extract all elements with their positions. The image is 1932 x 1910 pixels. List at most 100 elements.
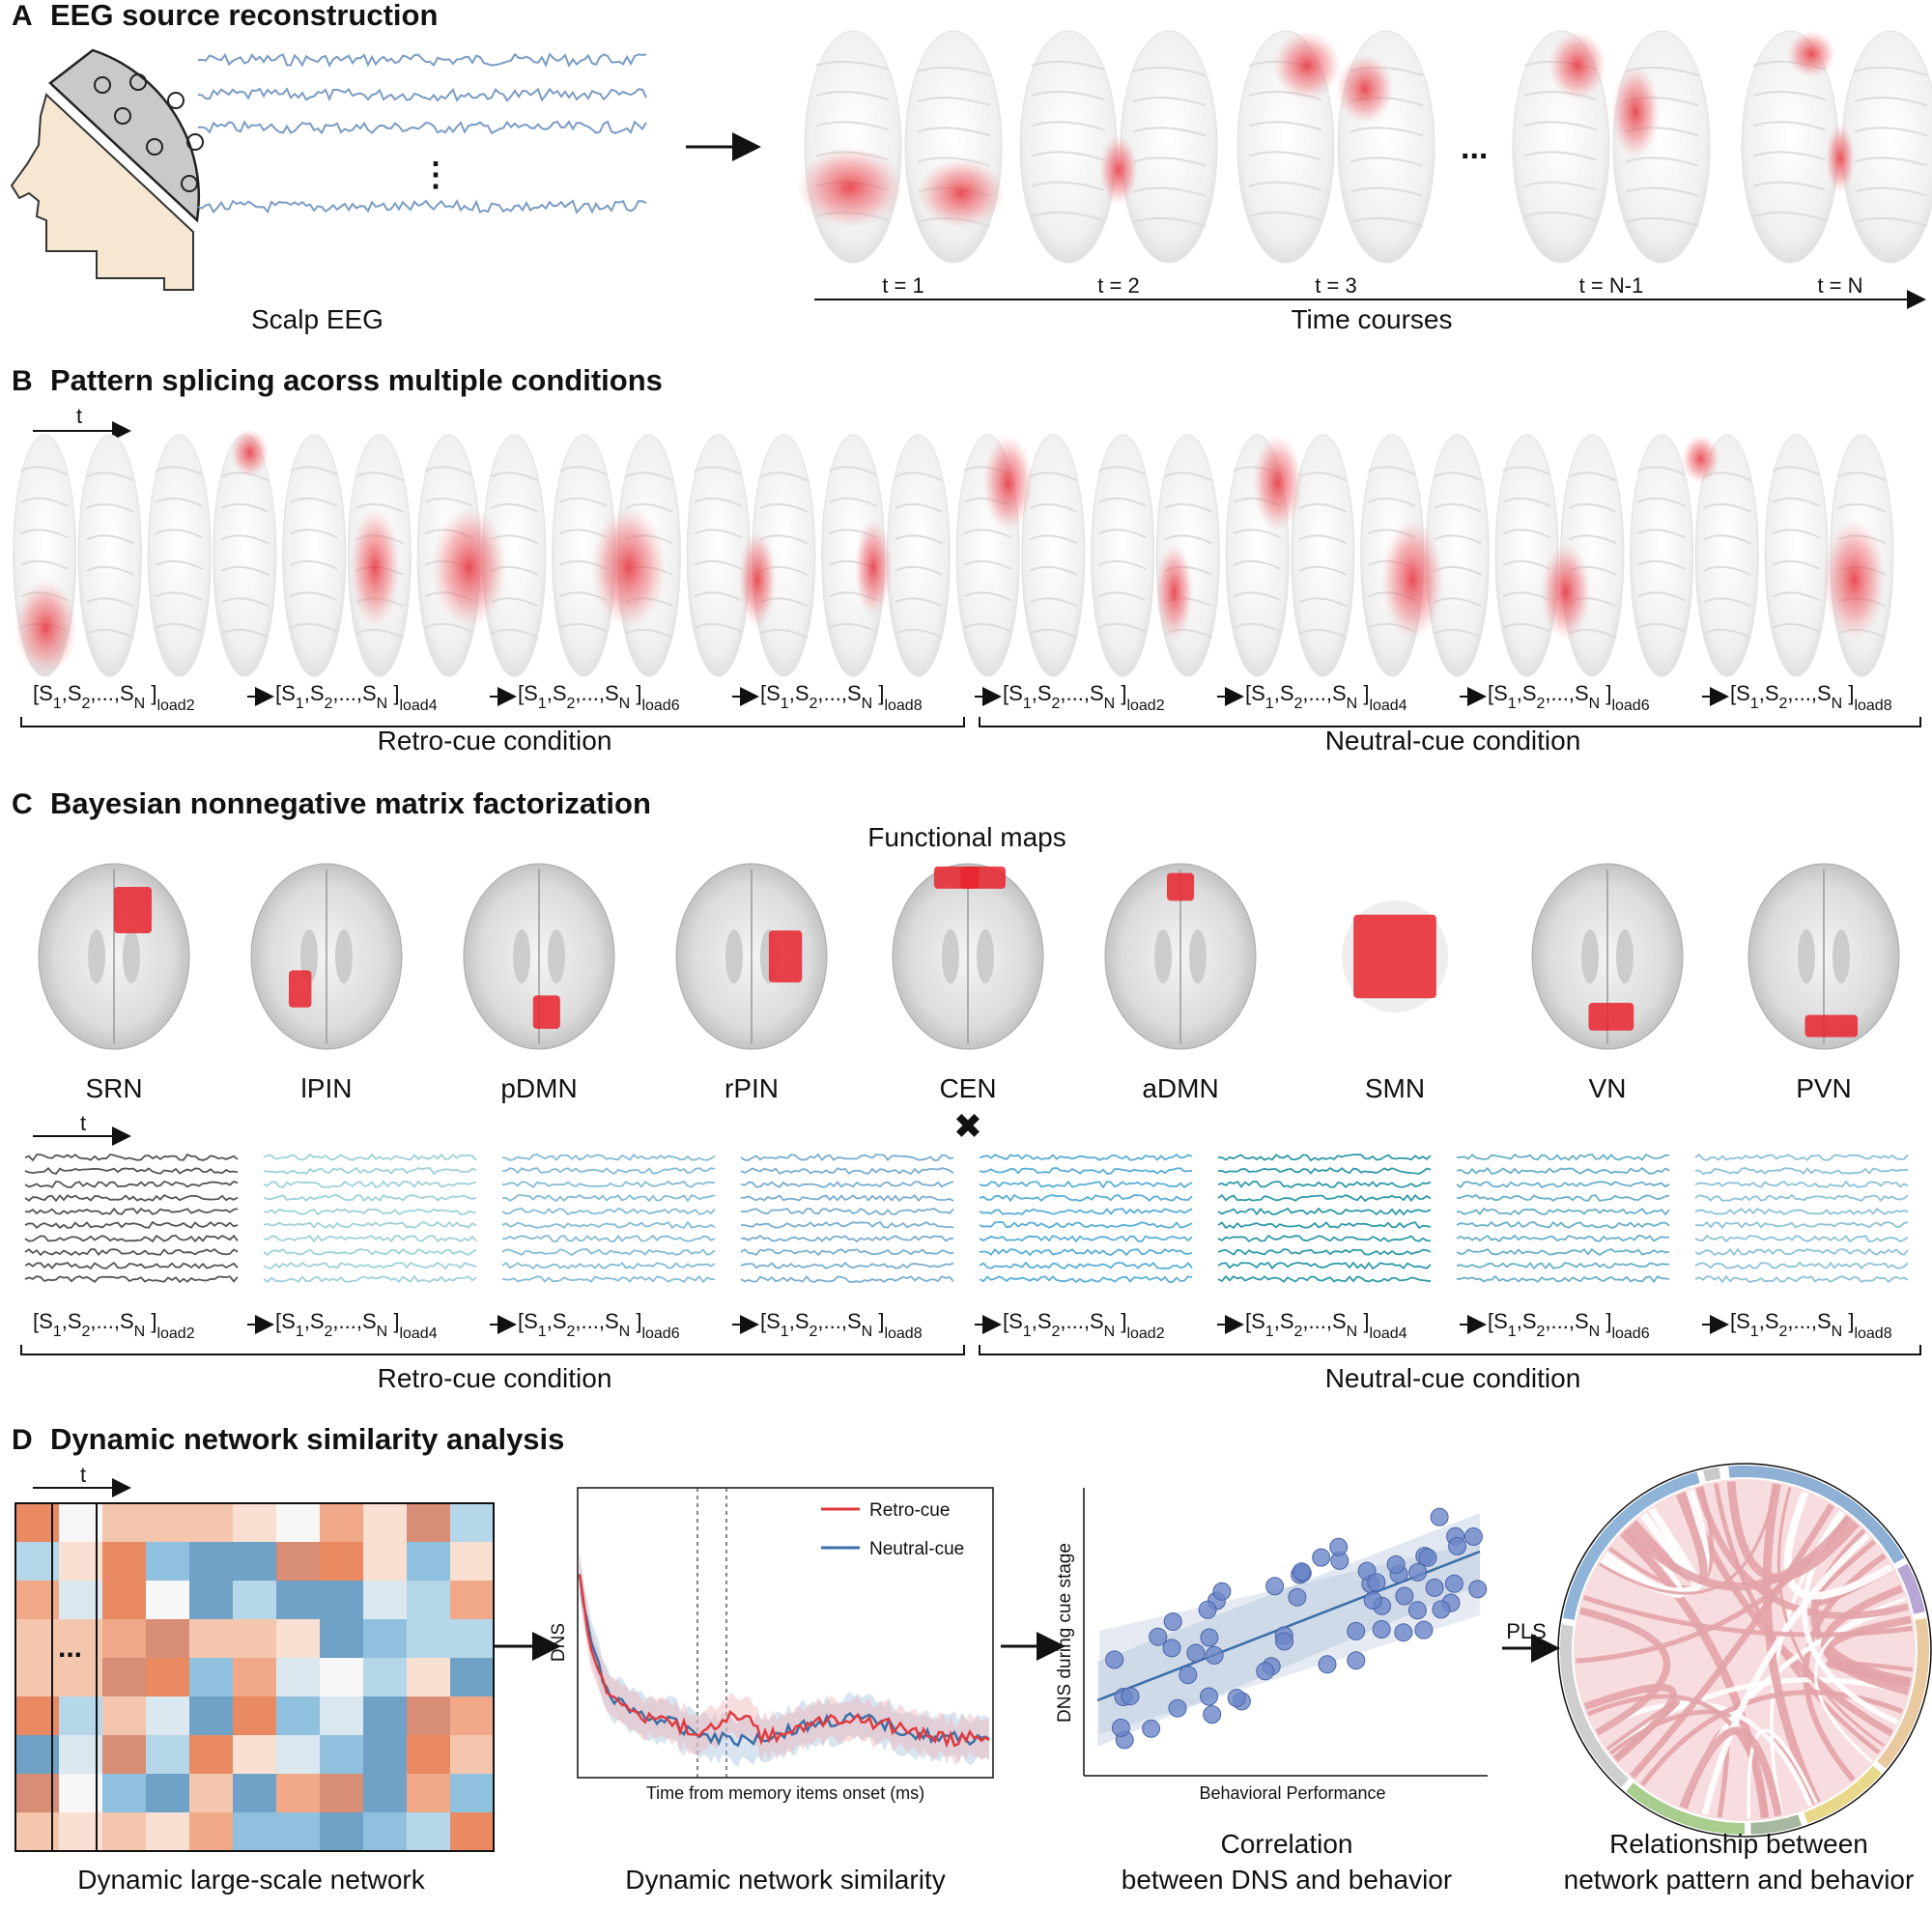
sequence-label: [S1,S2,...,SN ]load8	[1730, 681, 1892, 714]
dns-xlabel: Time from memory items onset (ms)	[646, 1783, 924, 1803]
spliced-brain-6	[686, 434, 816, 677]
chord-segment	[1703, 1467, 1721, 1482]
matrix-cell	[320, 1619, 363, 1658]
matrix-cell	[102, 1658, 146, 1696]
retro-label-b: Retro-cue condition	[378, 726, 612, 755]
network-trace	[263, 1193, 477, 1203]
matrix-cell	[233, 1696, 276, 1735]
matrix-cell	[146, 1774, 189, 1812]
network-label: VN	[1589, 1073, 1627, 1103]
network-trace	[263, 1248, 477, 1256]
network-label: SMN	[1365, 1073, 1425, 1103]
matrix-cell	[363, 1542, 407, 1581]
sequence-label: [S1,S2,...,SN ]load6	[1488, 681, 1650, 714]
matrix-cell	[276, 1774, 320, 1812]
axial-map-4	[675, 863, 828, 1050]
time-label-a: t = 1	[882, 273, 923, 298]
legend-retro-label: Retro-cue	[869, 1500, 950, 1521]
matrix-cell	[450, 1503, 494, 1542]
network-trace	[263, 1166, 477, 1176]
chord-link	[1701, 1532, 1871, 1815]
bracket-neutral-c	[979, 1345, 1921, 1355]
dns-caption: Dynamic network similarity	[625, 1865, 945, 1895]
matrix-cell	[189, 1774, 233, 1812]
matrix-cell	[320, 1581, 363, 1619]
t-label-b: t	[76, 404, 82, 428]
scatter-point	[1312, 1548, 1331, 1567]
network-trace	[979, 1275, 1193, 1284]
network-trace	[1217, 1261, 1432, 1270]
head-illustration	[10, 48, 204, 291]
spliced-brain-11	[1360, 434, 1490, 677]
matrix-frame	[14, 1502, 495, 1852]
scatter-point	[1186, 1643, 1206, 1663]
matrix-cell	[146, 1581, 189, 1619]
matrix-cell	[320, 1812, 363, 1851]
time-label-a: t = 3	[1315, 273, 1356, 298]
network-trace	[740, 1234, 954, 1243]
scatter-point	[1432, 1600, 1451, 1619]
spliced-brain-5	[552, 434, 681, 677]
matrix-cell	[450, 1735, 494, 1774]
sequence-label: [S1,S2,...,SN ]load6	[1488, 1309, 1650, 1342]
scatter-point	[1463, 1527, 1483, 1546]
scatter-point	[1394, 1623, 1413, 1642]
network-trace	[1694, 1167, 1909, 1176]
functional-maps	[38, 863, 1900, 1050]
sequence-label: [S1,S2,...,SN ]load4	[1245, 1309, 1407, 1342]
matrix-cell	[189, 1812, 233, 1851]
scatter-point	[1425, 1578, 1444, 1597]
network-trace	[1456, 1207, 1670, 1216]
chord-segment	[1896, 1563, 1925, 1614]
network-trace	[979, 1261, 1193, 1270]
network-trace	[1694, 1247, 1909, 1257]
matrix-cell	[189, 1735, 233, 1774]
network-trace	[1694, 1193, 1909, 1203]
scatter-point	[1372, 1620, 1391, 1639]
scatter-point	[1329, 1537, 1349, 1556]
scatter-point	[1168, 1698, 1187, 1718]
matrix-cell	[450, 1658, 494, 1696]
head-silhouette	[10, 93, 194, 291]
chord-outer-ring	[1557, 1463, 1932, 1838]
spliced-brain-12	[1494, 434, 1625, 677]
spliced-brains	[13, 428, 1894, 677]
matrix-cell	[102, 1542, 146, 1581]
panel-a-letter: A	[12, 0, 33, 32]
network-label: lPIN	[301, 1073, 353, 1103]
spliced-brain-14	[1764, 434, 1894, 677]
neutral-ci-band	[580, 1553, 989, 1767]
axial-map-9	[1747, 863, 1900, 1050]
network-trace	[24, 1247, 239, 1257]
network-trace	[979, 1153, 1193, 1161]
scatter-xlabel: Behavioral Performance	[1199, 1783, 1385, 1803]
matrix-cell	[363, 1696, 407, 1735]
sequence-label: [S1,S2,...,SN ]load2	[1003, 681, 1165, 714]
chord-link	[1587, 1694, 1769, 1818]
network-trace	[1694, 1153, 1909, 1161]
matrix-cell	[320, 1503, 363, 1542]
axial-map-6	[1104, 863, 1257, 1050]
scatter-point	[1149, 1627, 1168, 1646]
panel-c-title: Bayesian nonnegative matrix factorizatio…	[50, 786, 651, 820]
matrix-cell	[59, 1658, 102, 1696]
matrix-cell	[59, 1696, 102, 1735]
network-trace	[1694, 1261, 1909, 1269]
scatter-point	[1292, 1562, 1311, 1582]
sequence-labels-c: [S1,S2,...,SN ]load2[S1,S2,...,SN ]load4…	[33, 1309, 1892, 1342]
scatter-point	[1200, 1687, 1218, 1706]
network-trace	[501, 1274, 716, 1284]
matrix-cell	[276, 1735, 320, 1774]
matrix-cell	[450, 1812, 494, 1851]
brains-ellipsis: ...	[1461, 129, 1488, 166]
network-trace	[501, 1153, 716, 1161]
network-label: PVN	[1796, 1073, 1852, 1103]
matrix-cell	[189, 1696, 233, 1735]
retro-ci-band	[580, 1554, 989, 1765]
source-brains	[797, 30, 1932, 264]
network-trace	[1217, 1181, 1432, 1189]
neutral-label-b: Neutral-cue condition	[1325, 726, 1581, 755]
spliced-brain-3	[282, 434, 412, 677]
network-trace	[24, 1193, 239, 1203]
